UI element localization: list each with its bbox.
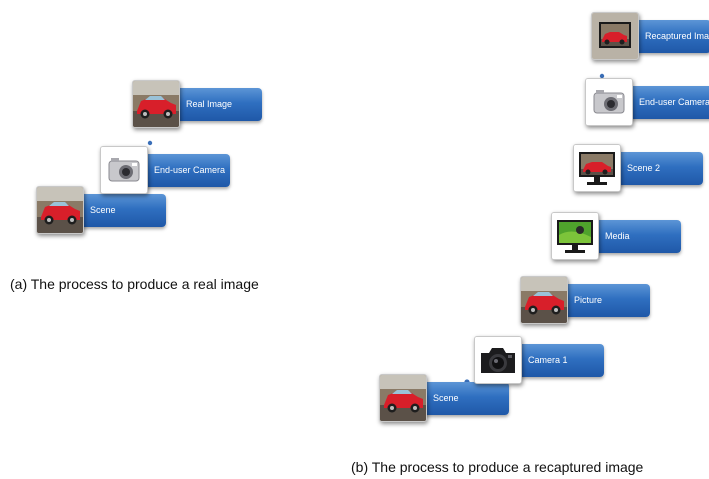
connector-dot (147, 140, 153, 146)
step-label: Media (605, 231, 630, 241)
step-label: Real Image (186, 99, 233, 109)
caption-b: (b) The process to produce a recaptured … (351, 459, 644, 475)
monitor-icon (551, 212, 599, 260)
step-label: Camera 1 (528, 355, 568, 365)
car-photo-icon (520, 276, 568, 324)
dslr-camera-icon (474, 336, 522, 384)
car-photo-icon (132, 80, 180, 128)
compact-camera-icon (100, 146, 148, 194)
step-label: End-user Camera (639, 97, 709, 107)
step-label: Scene (90, 205, 116, 215)
recaptured-photo-icon (591, 12, 639, 60)
car-scene-photo-icon (379, 374, 427, 422)
step-label: Scene 2 (627, 163, 661, 173)
step-label: End-user Camera (154, 165, 226, 175)
caption-a: (a) The process to produce a real image (10, 276, 259, 292)
step-label: Picture (574, 295, 603, 305)
compact-camera-icon (585, 78, 633, 126)
step-label: Scene (433, 393, 459, 403)
monitor-with-photo-icon (573, 144, 621, 192)
car-scene-photo-icon (36, 186, 84, 234)
step-label: Recaptured Image (645, 31, 709, 41)
